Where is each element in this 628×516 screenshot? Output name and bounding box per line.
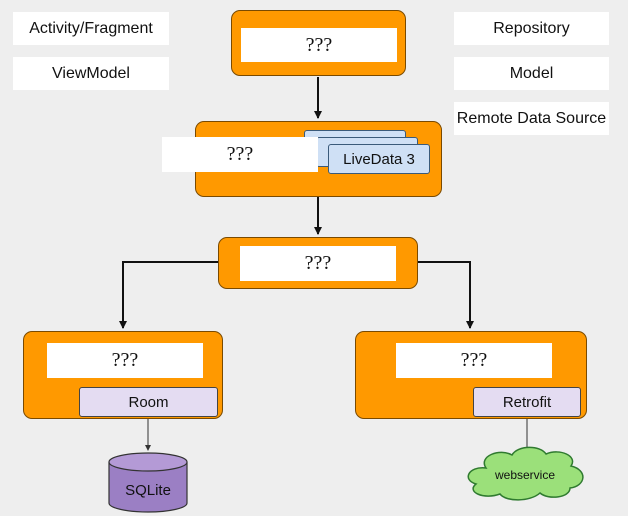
- livedata-tag: LiveData 3: [328, 144, 430, 174]
- repository-label: ???: [240, 246, 396, 281]
- activity-fragment-label: ???: [241, 28, 397, 62]
- legend-remote-data-source: Remote Data Source: [454, 102, 609, 135]
- legend-activity-fragment: Activity/Fragment: [13, 12, 169, 45]
- remote-data-source-box: ??? Retrofit: [355, 331, 587, 419]
- arrow-repository-to-model: [119, 261, 218, 329]
- webservice-label: webservice: [494, 468, 556, 482]
- remote-data-source-label: ???: [396, 343, 552, 378]
- sqlite-database-icon: [108, 452, 188, 513]
- arrow-repository-to-remote: [418, 261, 474, 329]
- activity-fragment-box: ???: [231, 10, 406, 76]
- legend-viewmodel: ViewModel: [13, 57, 169, 90]
- repository-box: ???: [218, 237, 418, 289]
- webservice-cloud-icon: [467, 446, 584, 501]
- legend-model: Model: [454, 57, 609, 90]
- room-tag: Room: [79, 387, 218, 417]
- retrofit-tag: Retrofit: [473, 387, 581, 417]
- sqlite-label: SQLite: [125, 481, 171, 499]
- model-box: ??? Room: [23, 331, 223, 419]
- legend-repository: Repository: [454, 12, 609, 45]
- model-label: ???: [47, 343, 203, 378]
- viewmodel-label: ???: [162, 137, 318, 172]
